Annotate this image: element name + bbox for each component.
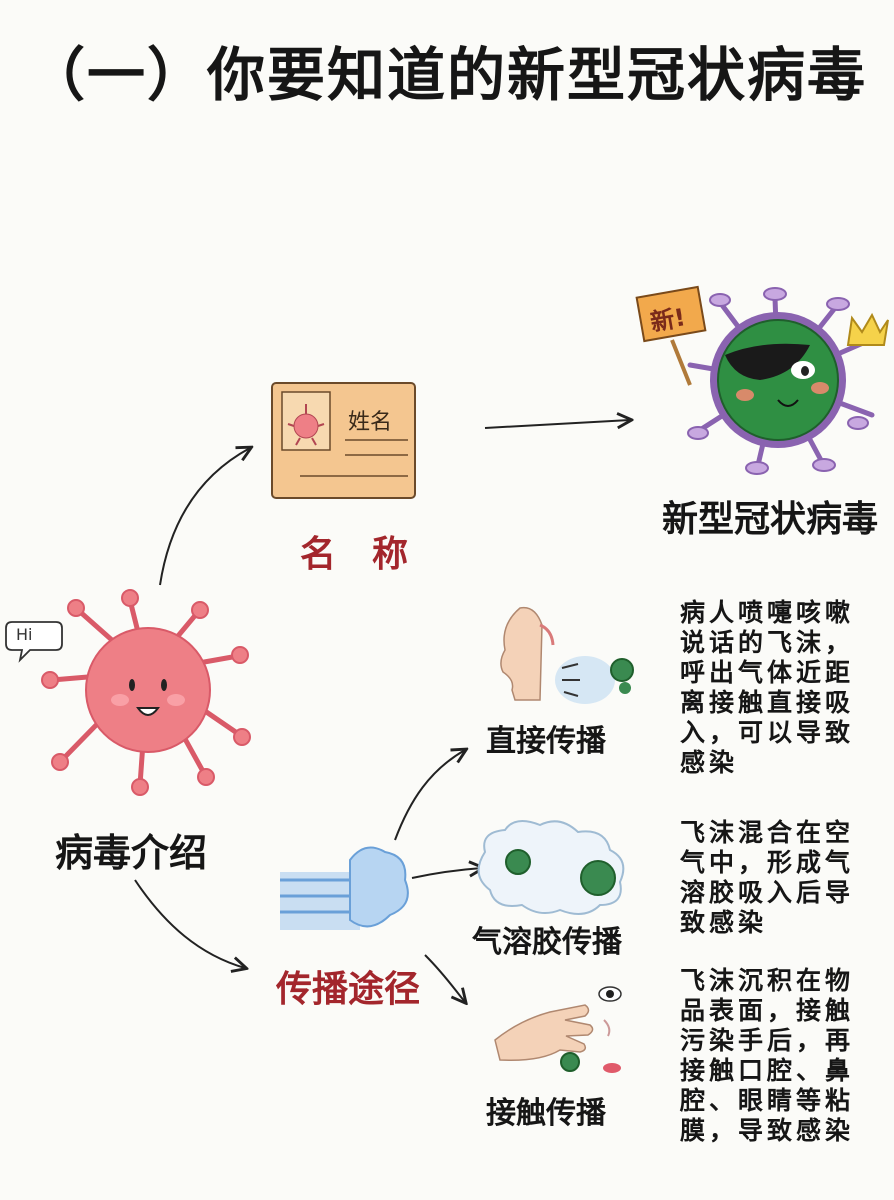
- speech-bubble: [5, 621, 63, 663]
- arrow-intro-to-routes: [134, 879, 245, 968]
- arrow-card-to-new-virus: [484, 420, 630, 428]
- arrow-intro-to-name: [159, 448, 250, 586]
- desc-aerosol-transmission: 飞沫混合在空气中，形成气溶胶吸入后导致感染: [680, 818, 855, 937]
- desc-contact-transmission: 飞沫沉积在物品表面，接触污染手后，再接触口腔、鼻腔、眼睛等粘膜，导致感染: [680, 966, 855, 1145]
- label-aerosol-transmission: 气溶胶传播: [472, 925, 622, 960]
- label-contact-transmission: 接触传播: [486, 1096, 606, 1131]
- label-direct-transmission: 直接传播: [486, 724, 606, 759]
- speech-bubble-text: Hi: [16, 625, 33, 644]
- arrow-routes-to-direct: [394, 750, 465, 841]
- aerosol-illustration: [477, 820, 625, 915]
- wind-cloud-illustration: [280, 846, 409, 930]
- contact-transmission-illustration: [494, 986, 622, 1073]
- desc-direct-transmission: 病人喷嚏咳嗽说话的飞沫，呼出气体近距离接触直接吸入，可以导致感染: [680, 598, 855, 777]
- label-transmission-routes: 传播途径: [276, 969, 421, 1010]
- name-card-illustration: [271, 382, 416, 499]
- direct-transmission-illustration: [500, 606, 634, 704]
- crown-icon: [846, 312, 889, 346]
- arrow-routes-to-contact: [424, 954, 465, 1002]
- page-title: （一）你要知道的新型冠状病毒: [26, 41, 867, 109]
- sign-text: 新!: [648, 303, 688, 337]
- label-name: 名 称: [300, 534, 409, 575]
- label-new-virus: 新型冠状病毒: [662, 499, 879, 540]
- label-virus-intro: 病毒介绍: [55, 831, 208, 875]
- arrow-routes-to-aerosol: [411, 868, 482, 879]
- card-name-field: 姓名: [348, 410, 393, 435]
